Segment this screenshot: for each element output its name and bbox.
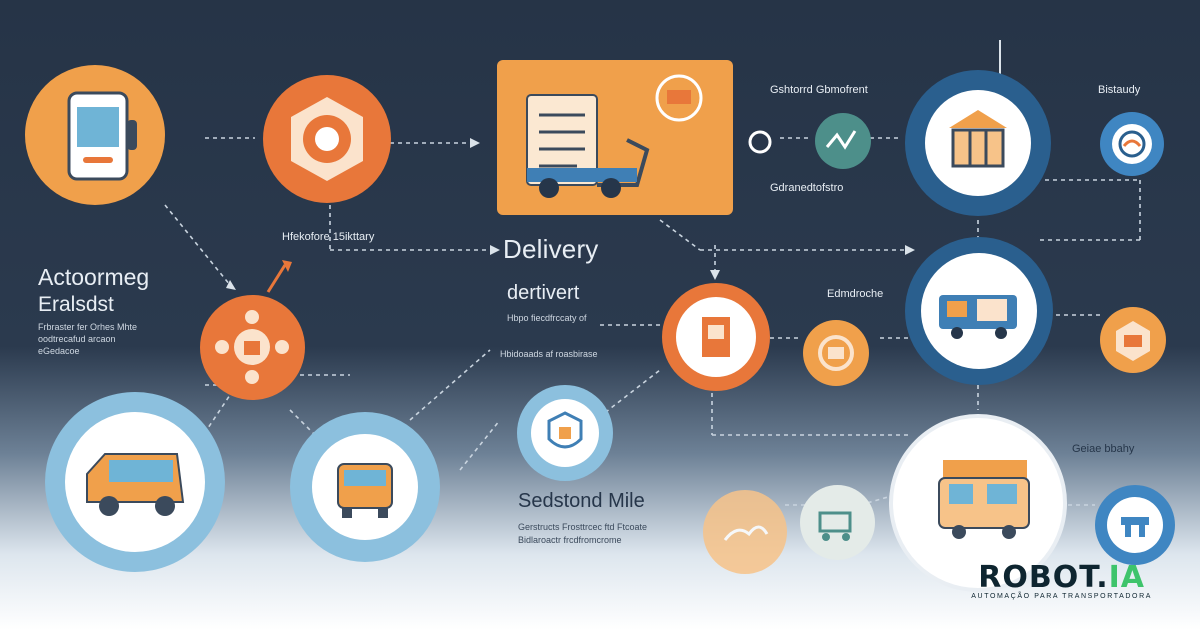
truck-icon [939, 295, 1017, 339]
node-bus [893, 418, 1063, 588]
delivery-cart-icon [526, 74, 703, 198]
car-icon [337, 463, 393, 518]
brand-tagline: AUTOMAÇÃO PARA TRANSPORTADORA [971, 593, 1152, 600]
delivery-subtitle: dertivert [507, 282, 580, 304]
warehouse-icon [949, 110, 1007, 168]
node-box [1100, 307, 1166, 373]
delivery-card [497, 60, 733, 215]
globe-icon [1118, 130, 1146, 158]
document-icon [702, 317, 730, 357]
node-car [290, 412, 440, 562]
box-icon [1116, 321, 1150, 361]
route-pin-icon [825, 130, 857, 150]
node-hand [703, 490, 787, 574]
node-van [45, 392, 225, 572]
node-handshake [1095, 485, 1175, 565]
label-right-low: Geiae bbahy [1072, 443, 1135, 455]
left-note-3: eGedacoe [38, 346, 80, 356]
smartphone-map-icon [67, 91, 137, 181]
node-cart [800, 485, 875, 560]
network-hub-icon [215, 310, 289, 384]
left-note-2: oodtrecafud arcaon [38, 334, 116, 344]
brand-logo: ROBOT.IA AUTOMAÇÃO PARA TRANSPORTADORA [971, 560, 1152, 600]
label-right-mid: Edmdroche [827, 288, 884, 300]
label-top-right-c: Gdranedtofstro [770, 182, 844, 194]
node-truck [905, 237, 1053, 385]
van-icon [86, 453, 185, 516]
node-route [815, 113, 871, 169]
label-top-right-a: Gshtorrd Gbmofrent [770, 84, 868, 96]
second-note-1: Gerstructs Frosttrcec ftd Ftcoate [518, 522, 648, 532]
node-hub [200, 295, 305, 400]
left-title-2: Eralsdst [38, 293, 114, 316]
parcel-icon [818, 335, 854, 371]
center-note: Hbidoaads af roasbirase [500, 349, 598, 359]
node-warehouse [905, 70, 1051, 216]
bus-icon [938, 460, 1030, 539]
node-globe [1100, 112, 1164, 176]
shield-house-icon [547, 411, 583, 449]
node-smartphone [25, 65, 165, 205]
left-note-1: Frbraster fer Orhes Mhte [38, 322, 138, 332]
second-note-2: Bidlaroactr frcdfromcrome [518, 535, 622, 545]
node-shield [517, 385, 613, 481]
delivery-note: Hbpo fiecdfrccaty of [507, 313, 587, 323]
second-title: Sedstond Mile [518, 490, 645, 512]
brand-name: ROBOT.IA [978, 560, 1145, 595]
left-title-1: Actoormeg [38, 264, 150, 290]
handshake-icon [1121, 517, 1149, 537]
node-document [662, 283, 770, 391]
label-mid-caption: Hfekofore 15ikttary [282, 231, 375, 243]
node-parcel [803, 320, 869, 386]
node-package [263, 75, 391, 203]
cart-icon [818, 511, 852, 541]
delivery-title: Delivery [503, 234, 599, 264]
hand-package-icon [723, 525, 769, 541]
label-top-right-b: Bistaudy [1098, 84, 1141, 96]
package-hexagon-icon [291, 97, 363, 181]
